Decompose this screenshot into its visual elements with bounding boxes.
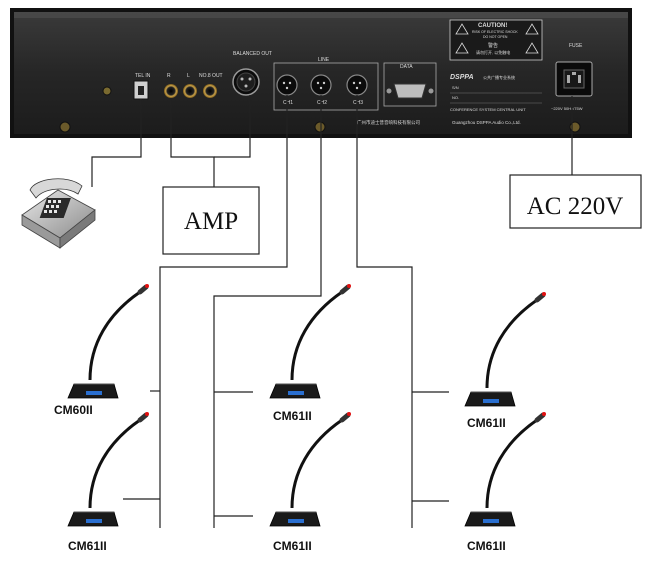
gooseneck-icon — [88, 290, 141, 381]
gooseneck-icon — [485, 298, 538, 389]
ch2-bus — [213, 95, 322, 528]
microphone-unit: CM61II — [269, 284, 351, 423]
mic-tip-led-icon — [347, 412, 351, 416]
mic-head-icon — [534, 292, 546, 303]
db9-data-port — [393, 83, 427, 99]
mic-tip-led-icon — [145, 284, 149, 288]
mic-head-icon — [534, 412, 546, 423]
data-section-frame — [383, 62, 437, 107]
amp-label: AMP — [184, 208, 238, 235]
data-label: DATA — [400, 64, 413, 70]
rca-r-jack — [164, 84, 178, 98]
microphone-unit: CM61II — [464, 412, 546, 553]
product-name: CONFERENCE SYSTEM CENTRAL UNIT — [450, 107, 526, 112]
ac-label: AC 220V — [527, 193, 624, 220]
mic-model-label: CM61II — [273, 409, 312, 423]
microphone-unit: CM61II — [464, 292, 546, 430]
din-ch1-port — [276, 74, 298, 96]
power-rating: ~220V 50Hz/75W — [551, 106, 583, 111]
caution-line2: DO NOT OPEN — [483, 35, 508, 39]
mic-button-icon — [86, 519, 102, 523]
ch3-label: CH3 — [353, 100, 363, 106]
rca-l-jack — [183, 84, 197, 98]
gooseneck-icon — [88, 418, 141, 509]
no-label: NO. — [452, 95, 459, 100]
din-ch2-port — [310, 74, 332, 96]
ch1-label: CH1 — [283, 100, 293, 106]
mic-tip-led-icon — [347, 284, 351, 288]
line-label: LINE — [318, 57, 330, 63]
din-ch3-port — [346, 74, 368, 96]
ch2-label: CH2 — [317, 100, 327, 106]
mic-button-icon — [288, 519, 304, 523]
connection-lines — [91, 95, 573, 528]
telephone-icon — [21, 178, 96, 249]
mic-button-icon — [483, 519, 499, 523]
caution-cn-line: 请勿打开, 以免触电 — [476, 49, 510, 55]
warning-triangle-icon — [455, 23, 469, 35]
tel-cable — [91, 99, 142, 187]
balanced-out-label: BALANCED OUT — [233, 51, 272, 57]
mic-tip-led-icon — [542, 292, 546, 296]
warning-triangle-icon — [525, 23, 539, 35]
mic-head-icon — [339, 284, 351, 295]
mic-model-label: CM61II — [273, 539, 312, 553]
amp-cable-xlr — [214, 95, 251, 158]
screw-icon — [102, 86, 112, 96]
mic-tip-led-icon — [145, 412, 149, 416]
brand-logo: DSPPA — [450, 74, 474, 81]
caution-label: CAUTION! RISK OF ELECTRIC SHOCK DO NOT O… — [449, 19, 543, 61]
microphone-unit: CM61II — [269, 412, 351, 553]
sn-label: S/N — [452, 85, 459, 90]
ac-power-box: AC 220V — [509, 174, 642, 229]
gooseneck-icon — [290, 418, 343, 509]
mic-head-icon — [339, 412, 351, 423]
tel-in-label: TEL IN — [135, 73, 151, 79]
mic-button-icon — [483, 399, 499, 403]
caution-line1: RISK OF ELECTRIC SHOCK — [472, 30, 518, 34]
company-en: Guangzhou DSPPA Audio Co.,Ltd. — [452, 120, 521, 125]
mic-button-icon — [86, 391, 102, 395]
caution-title: CAUTION! — [478, 23, 507, 29]
mic-button-icon — [288, 391, 304, 395]
warning-triangle-icon — [525, 42, 539, 54]
mic-model-label: CM61II — [467, 539, 506, 553]
caution-cn-title: 警告 — [488, 42, 498, 49]
rec-out-label: NO.8 OUT — [199, 73, 223, 79]
microphone-unit: CM61II — [67, 412, 149, 553]
mic-head-icon — [137, 284, 149, 295]
rec-out-jack — [203, 84, 217, 98]
gooseneck-icon — [290, 290, 343, 381]
mic-head-icon — [137, 412, 149, 423]
company-cn: 广州市迪士普音响科技有限公司 — [357, 119, 420, 126]
mic-model-label: CM61II — [467, 416, 506, 430]
amp-cable-rca — [170, 98, 215, 187]
microphones: CM60II CM61II CM61II CM61II CM61II CM61II — [54, 284, 546, 553]
fuse-label: FUSE — [569, 43, 583, 49]
line-section-frame — [273, 62, 379, 111]
central-unit-rear-panel: TEL IN R L NO.8 OUT BALANCED OUT LINE CH… — [10, 8, 632, 138]
mic-model-label: CM61II — [68, 539, 107, 553]
amp-box: AMP — [162, 186, 260, 255]
ch1-bus — [159, 95, 288, 528]
brand-cn: 公共广播专业系统 — [483, 74, 515, 80]
r-label: R — [167, 73, 171, 79]
l-label: L — [187, 73, 190, 79]
screw-icon — [59, 121, 71, 133]
ch3-bus — [356, 95, 413, 528]
screw-icon — [314, 121, 326, 133]
mic-tip-led-icon — [542, 412, 546, 416]
warning-triangle-icon — [455, 42, 469, 54]
gooseneck-icon — [485, 418, 538, 509]
microphone-unit: CM60II — [54, 284, 149, 417]
mic-model-label: CM60II — [54, 403, 93, 417]
